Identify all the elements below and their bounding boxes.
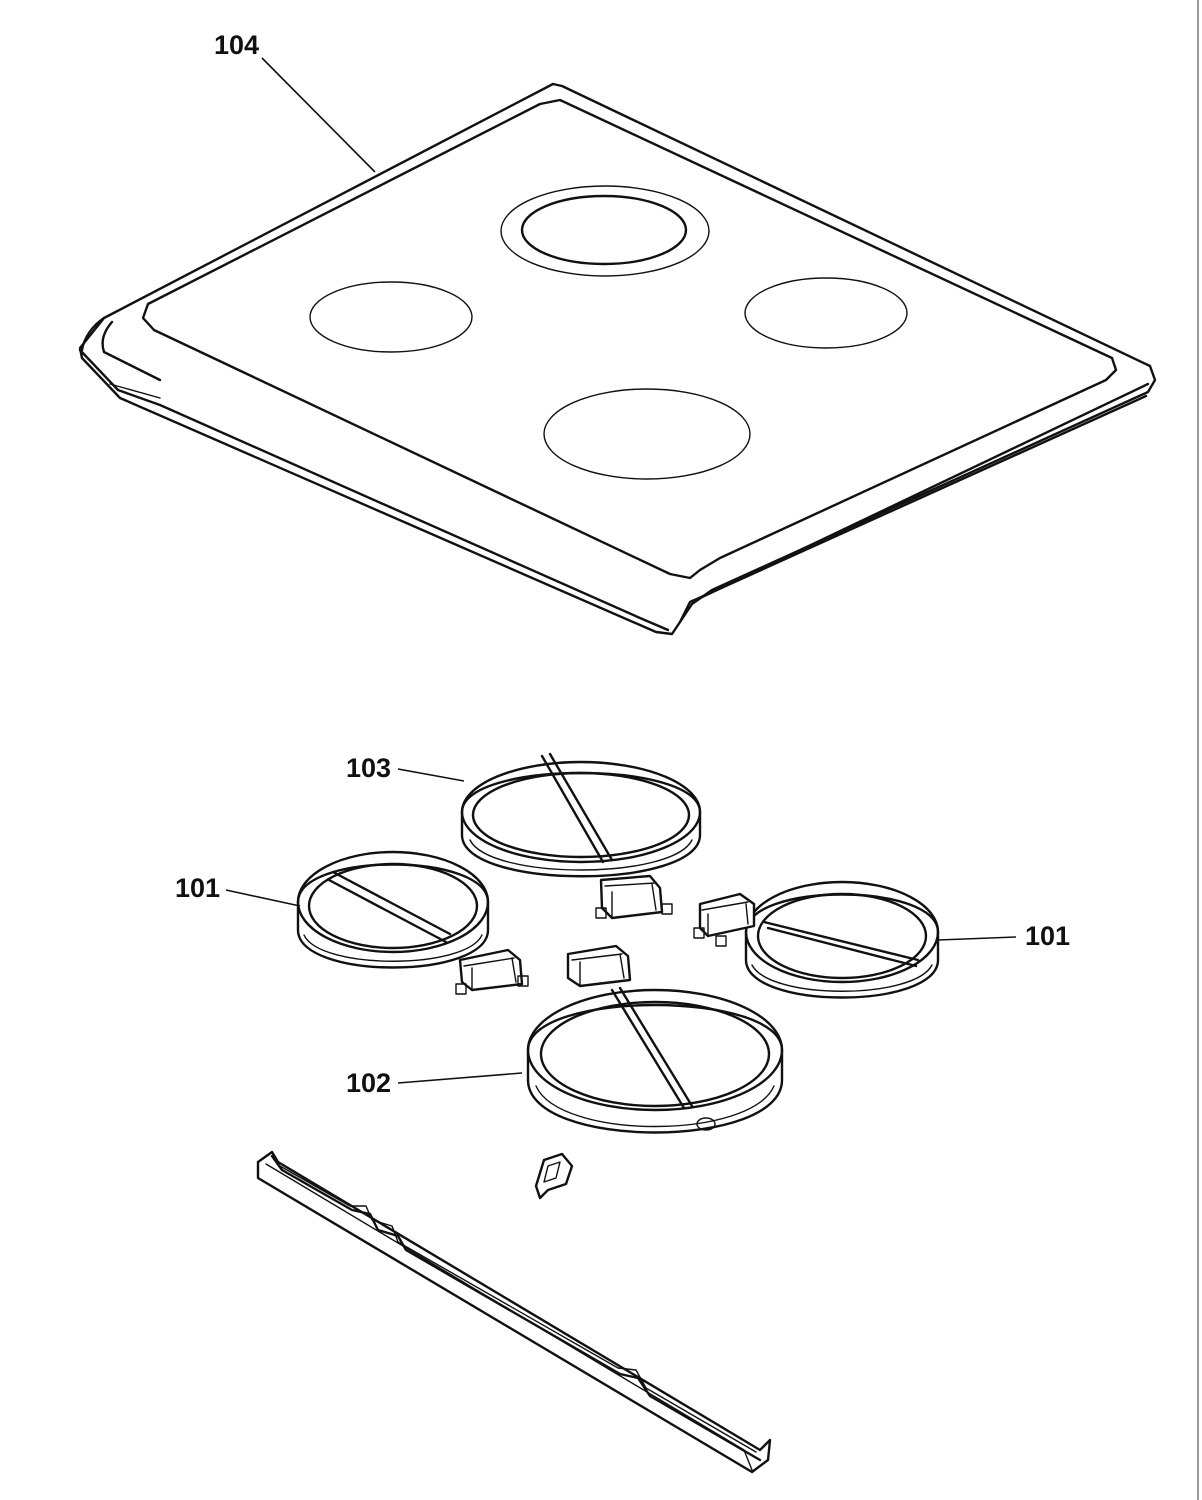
zone-rear-outer	[500, 185, 710, 277]
callout-102: 102	[346, 1068, 391, 1098]
callout-101-right: 101	[1025, 921, 1070, 951]
leader-line-103	[397, 768, 465, 782]
heating-element-rear-103[interactable]	[460, 752, 702, 920]
callout-103: 103	[346, 753, 391, 783]
heating-element-front-102[interactable]	[526, 944, 784, 1134]
callout-104: 104	[214, 30, 259, 60]
zone-rear-inner	[520, 194, 688, 266]
mounting-clip[interactable]	[534, 1152, 574, 1200]
zone-left	[309, 281, 473, 353]
front-support-bar[interactable]	[256, 1150, 772, 1474]
cooktop-glass-part-104[interactable]	[78, 82, 1157, 636]
leader-line-102	[397, 1072, 523, 1084]
leader-line-104	[261, 57, 376, 173]
leader-line-101-left	[225, 889, 301, 907]
heating-element-right-101[interactable]	[693, 880, 940, 999]
callout-101-left: 101	[175, 873, 220, 903]
zone-front	[543, 388, 751, 480]
heating-element-left-101[interactable]	[296, 850, 529, 995]
zone-right	[744, 277, 908, 349]
leader-line-101-right	[937, 936, 1017, 941]
